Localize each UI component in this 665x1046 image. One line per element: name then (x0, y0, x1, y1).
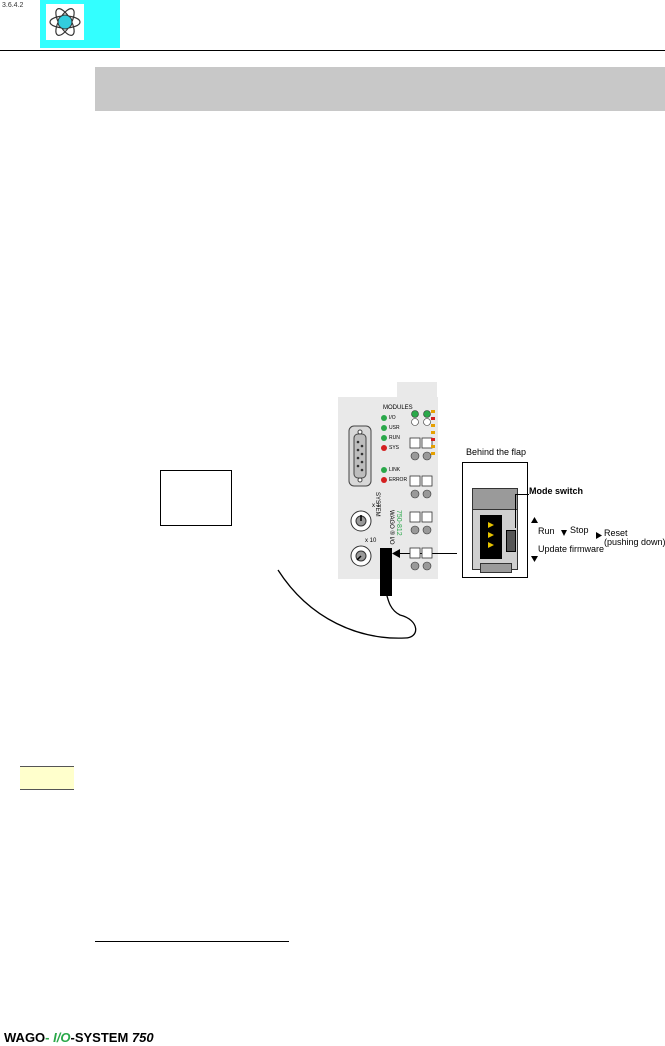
run-label: Run (538, 526, 555, 536)
flap-bottom-bar (480, 563, 512, 573)
led-indicator (381, 425, 387, 431)
module-label: MODULES (383, 405, 413, 411)
terminal-block-icon (409, 410, 433, 571)
led-label: LINK (389, 467, 401, 473)
service-cable (277, 569, 417, 639)
reset-sub-label: (pushing down) (604, 537, 665, 547)
arrow-right-icon (596, 532, 602, 539)
header-rule (0, 50, 665, 51)
led-label: I/O (389, 415, 396, 421)
footer-system: -SYSTEM (70, 1030, 129, 1045)
footer-dash: - (45, 1030, 50, 1045)
reset-label: Reset (604, 528, 628, 538)
mode-switch-pointer-h (515, 494, 529, 495)
mode-switch-slider (506, 530, 516, 552)
connector-pins-icon (488, 522, 494, 548)
led-stripe-icon (431, 410, 435, 455)
footer-wago: WAGO (4, 1030, 46, 1045)
stop-label: Stop (570, 525, 589, 535)
footer-number: 750 (131, 1030, 154, 1045)
arrow-down-small-icon (561, 530, 567, 536)
arrow-down-icon (531, 556, 538, 562)
led-row: USR (381, 423, 407, 433)
model-text: 750-812 (395, 510, 402, 536)
led-label: SYS (389, 445, 400, 451)
led-row: LINK (381, 465, 407, 475)
led-row: ERROR (381, 475, 407, 485)
footer-logo: WAGO- I/O-SYSTEM 750 (4, 1030, 154, 1045)
rotary-switch-x10-icon (350, 545, 372, 567)
footer-io: I/O (53, 1030, 71, 1045)
system-text: SYSTEM (374, 492, 380, 517)
rotary-switch-x1-icon (350, 510, 372, 532)
pc-box (160, 470, 232, 526)
section-title-bar (95, 67, 665, 111)
flap-connector (480, 515, 502, 559)
led-row: SYS (381, 443, 407, 453)
update-firmware-label: Update firmware (538, 544, 605, 554)
switch-x10-label: x 10 (365, 538, 377, 544)
service-jack (380, 548, 392, 596)
footnote-rule (95, 941, 289, 942)
device-top-cap (397, 382, 437, 398)
arrow-up-icon (531, 517, 538, 523)
led-row: I/O (381, 413, 407, 423)
note-marker (20, 766, 74, 790)
led-indicator (381, 467, 387, 473)
behind-flap-label: Behind the flap (466, 447, 527, 457)
led-label: USR (389, 425, 400, 431)
atom-icon (46, 4, 84, 40)
led-indicator (381, 477, 387, 483)
led-indicator (381, 445, 387, 451)
serial-connector-icon (348, 425, 372, 487)
led-label: ERROR (389, 477, 408, 483)
led-row: RUN (381, 433, 407, 443)
brand-text: WAGO ® I/O (388, 510, 394, 545)
led-column: I/O USR RUN SYS LINK ERROR (381, 413, 407, 485)
header-code: 3.6.4.2 (2, 2, 24, 9)
flap-top-bar (472, 488, 518, 510)
arrow-left-icon (392, 549, 400, 558)
mode-switch-pointer (515, 494, 516, 528)
switch-x1-label: x 1 (372, 503, 381, 509)
led-indicator (381, 435, 387, 441)
led-label: RUN (389, 435, 400, 441)
led-indicator (381, 415, 387, 421)
mode-switch-label: Mode switch (529, 486, 584, 496)
